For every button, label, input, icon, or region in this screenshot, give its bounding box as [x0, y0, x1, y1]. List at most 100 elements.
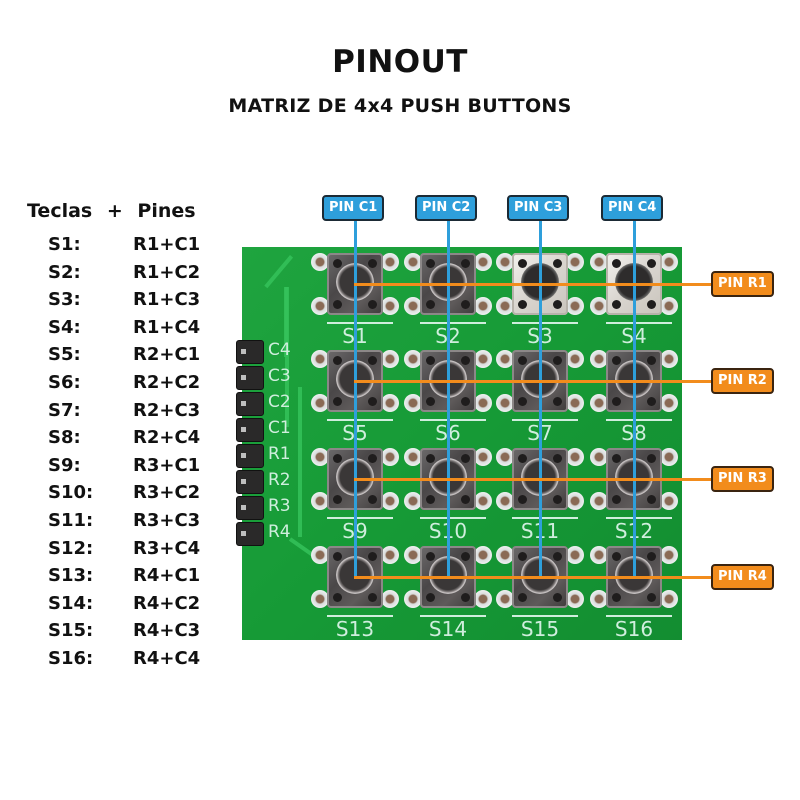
legend-pins: R2+C2: [133, 372, 201, 393]
legend-row: S5:R2+C1: [0, 344, 230, 370]
column-wire: [354, 219, 357, 579]
button-corner-dot: [461, 495, 470, 504]
legend-row: S15:R4+C3: [0, 620, 230, 646]
button-corner-dot: [333, 300, 342, 309]
legend-key: S2:: [48, 261, 81, 283]
legend-row: S11:R3+C3: [0, 510, 230, 536]
button-corner-dot: [368, 356, 377, 365]
row-wire: [354, 576, 712, 579]
legend-key: S5:: [48, 344, 81, 366]
silkscreen-line: [606, 322, 672, 324]
silkscreen-line: [420, 419, 486, 421]
button-corner-dot: [518, 552, 527, 561]
button-corner-dot: [368, 259, 377, 268]
silkscreen-line: [327, 322, 393, 324]
legend-header-pins: Pines: [137, 200, 196, 222]
button-corner-dot: [461, 356, 470, 365]
button-corner-dot: [461, 300, 470, 309]
button-corner-dot: [612, 300, 621, 309]
solder-pad: [660, 492, 678, 510]
legend-key: S4:: [48, 316, 81, 338]
solder-pad: [311, 394, 329, 412]
pcb-trace: [285, 287, 289, 427]
solder-pad: [311, 253, 329, 271]
solder-pad: [474, 590, 492, 608]
legend-pins: R2+C4: [133, 427, 201, 449]
legend-pins: R3+C2: [133, 482, 201, 504]
solder-pad: [381, 253, 399, 271]
silkscreen-line: [327, 517, 393, 519]
button-corner-dot: [553, 454, 562, 463]
button-corner-dot: [461, 259, 470, 268]
legend-pins: R1+C3: [133, 289, 201, 311]
legend-pins: R4+C4: [133, 648, 201, 669]
silkscreen-line: [606, 517, 672, 519]
header-pin-label: R1: [268, 444, 291, 464]
solder-pad: [496, 350, 514, 368]
solder-pad: [311, 492, 329, 510]
button-corner-dot: [518, 495, 527, 504]
solder-pad: [381, 448, 399, 466]
legend-key: S9:: [48, 454, 81, 476]
button-label: S14: [428, 617, 468, 641]
solder-pad: [311, 350, 329, 368]
solder-pad: [566, 297, 584, 315]
legend-row: S14:R4+C2: [0, 593, 230, 619]
button-corner-dot: [426, 397, 435, 406]
button-corner-dot: [426, 454, 435, 463]
button-corner-dot: [553, 593, 562, 602]
silkscreen-line: [420, 322, 486, 324]
solder-pad: [381, 546, 399, 564]
solder-pad: [590, 546, 608, 564]
legend-row: S13:R4+C1: [0, 565, 230, 591]
row-wire: [354, 380, 712, 383]
header-pin-label: R3: [268, 496, 291, 516]
legend-row: S3:R1+C3: [0, 289, 230, 315]
solder-pad: [474, 492, 492, 510]
solder-pad: [590, 492, 608, 510]
legend-key: S13:: [48, 565, 94, 587]
button-corner-dot: [647, 495, 656, 504]
button-corner-dot: [647, 552, 656, 561]
column-pin-label: PIN C1: [322, 195, 385, 221]
legend-row: S2:R1+C2: [0, 262, 230, 288]
solder-pad: [381, 590, 399, 608]
pin-header: [236, 340, 264, 548]
silkscreen-line: [606, 615, 672, 617]
button-corner-dot: [333, 356, 342, 365]
solder-pad: [660, 253, 678, 271]
legend-pins: R4+C3: [133, 620, 201, 642]
button-corner-dot: [612, 356, 621, 365]
button-corner-dot: [426, 495, 435, 504]
column-wire: [539, 219, 542, 579]
button-corner-dot: [647, 259, 656, 268]
silkscreen-line: [606, 419, 672, 421]
button-corner-dot: [368, 300, 377, 309]
header-pin-label: C1: [268, 418, 291, 438]
solder-pad: [311, 546, 329, 564]
legend-pins: R4+C2: [133, 592, 201, 614]
header-pin-label: R4: [268, 522, 291, 542]
button-corner-dot: [553, 356, 562, 365]
solder-pad: [496, 492, 514, 510]
legend-row: S6:R2+C2: [0, 372, 230, 398]
button-corner-dot: [518, 593, 527, 602]
solder-pad: [381, 350, 399, 368]
button-corner-dot: [333, 495, 342, 504]
row-pin-label: PIN R1: [711, 271, 774, 297]
legend-key: S11:: [48, 510, 94, 531]
button-corner-dot: [461, 593, 470, 602]
column-pin-label: PIN C3: [507, 195, 570, 221]
solder-pad: [496, 546, 514, 564]
button-corner-dot: [518, 356, 527, 365]
legend-header: Teclas + Pines: [27, 200, 196, 222]
button-label: S13: [335, 617, 375, 641]
pcb-trace: [264, 255, 294, 289]
solder-pad: [474, 350, 492, 368]
solder-pad: [311, 297, 329, 315]
solder-pad: [381, 394, 399, 412]
solder-pad: [566, 253, 584, 271]
button-corner-dot: [518, 397, 527, 406]
legend-pins: R2+C3: [133, 399, 201, 421]
solder-pad: [404, 448, 422, 466]
